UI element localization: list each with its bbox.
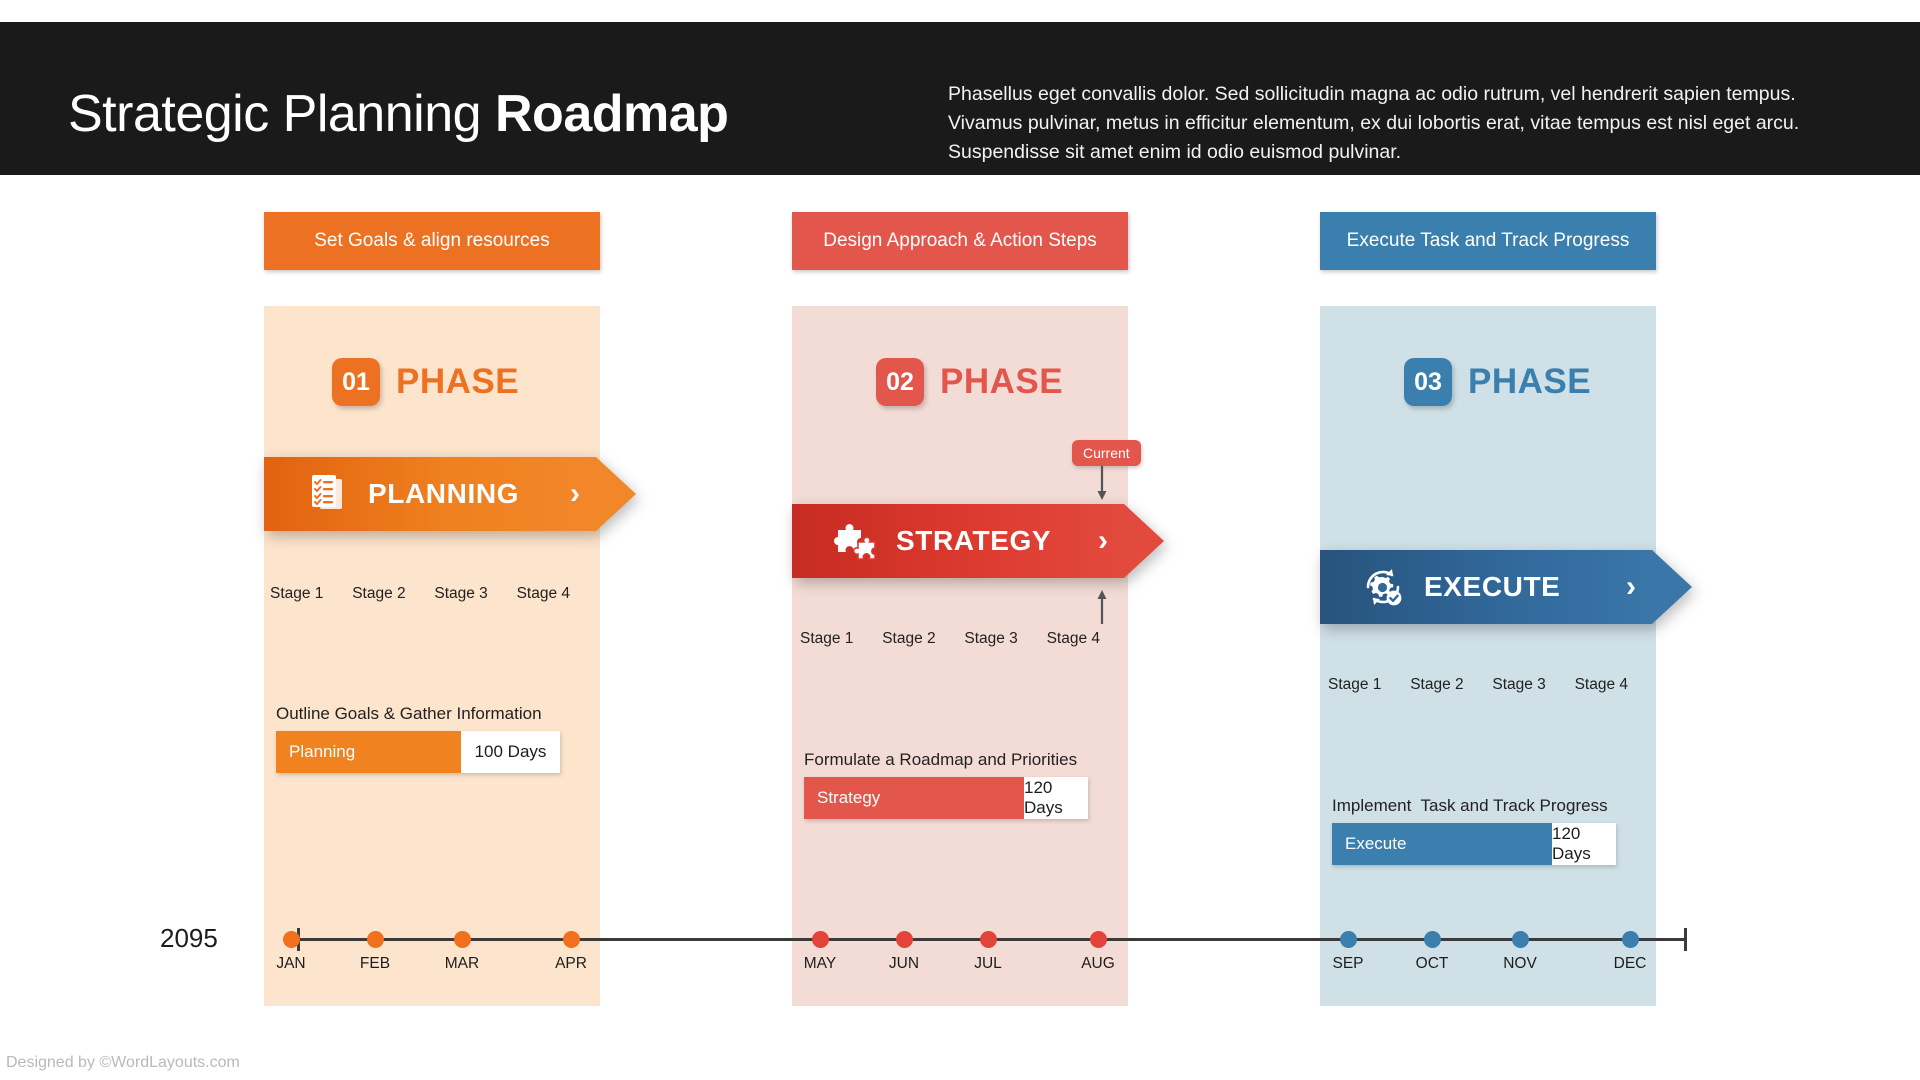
progress-bar-2: Strategy 120 Days bbox=[804, 777, 1088, 819]
phase-label-2: 02 PHASE bbox=[876, 358, 1063, 406]
phase-word-2: PHASE bbox=[940, 362, 1064, 401]
timeline-dot-feb[interactable] bbox=[367, 931, 384, 948]
stage-item: Stage 3 bbox=[434, 585, 488, 602]
timeline-dot-sep[interactable] bbox=[1340, 931, 1357, 948]
puzzle-pieces-icon bbox=[832, 518, 878, 564]
phase-label-1: 01 PHASE bbox=[332, 358, 519, 406]
phase-panel-3 bbox=[1320, 306, 1656, 1006]
chevron-right-icon-1[interactable]: › bbox=[570, 477, 580, 510]
stages-row-2: Stage 1 Stage 2 Stage 3 Stage 4 bbox=[800, 630, 1100, 648]
phase-word-3: PHASE bbox=[1468, 362, 1592, 401]
current-phase-badge: Current bbox=[1072, 440, 1141, 466]
gear-refresh-check-icon bbox=[1360, 564, 1406, 610]
banner-label-execute: EXECUTE bbox=[1424, 571, 1561, 602]
page-title-bold: Roadmap bbox=[495, 85, 729, 143]
timeline-month-jan: JAN bbox=[276, 955, 306, 972]
timeline-month-aug: AUG bbox=[1081, 955, 1115, 972]
column-header-2[interactable]: Design Approach & Action Steps bbox=[792, 212, 1128, 270]
stage-item: Stage 2 bbox=[352, 585, 406, 602]
task-label-3: Implement Task and Track Progress bbox=[1332, 796, 1608, 815]
header-description: Phasellus eget convallis dolor. Sed soll… bbox=[948, 83, 1800, 163]
arrow-up-icon bbox=[1095, 590, 1109, 629]
timeline-month-may: MAY bbox=[803, 955, 837, 972]
banner-planning[interactable]: PLANNING › bbox=[264, 457, 636, 531]
progress-bar-3: Execute 120 Days bbox=[1332, 823, 1616, 865]
timeline-dot-jun[interactable] bbox=[896, 931, 913, 948]
phase-number-1: 01 bbox=[332, 358, 380, 406]
timeline-month-mar: MAR bbox=[444, 955, 480, 972]
timeline-month-dec: DEC bbox=[1613, 955, 1647, 972]
timeline-dot-nov[interactable] bbox=[1512, 931, 1529, 948]
timeline-month-feb: FEB bbox=[359, 955, 391, 972]
stage-item: Stage 1 bbox=[270, 585, 324, 602]
progress-bar-days-2: 120 Days bbox=[1024, 778, 1063, 817]
phase-number-3: 03 bbox=[1404, 358, 1452, 406]
banner-label-planning: PLANNING bbox=[368, 478, 520, 509]
timeline-month-nov: NOV bbox=[1503, 955, 1537, 972]
footer-credit: Designed by ©WordLayouts.com bbox=[6, 1054, 240, 1071]
timeline-dot-jan[interactable] bbox=[283, 931, 300, 948]
progress-bar-1: Planning 100 Days bbox=[276, 731, 560, 773]
checklist-document-icon bbox=[304, 471, 350, 517]
task-label-1: Outline Goals & Gather Information bbox=[276, 704, 542, 723]
progress-bar-days-1: 100 Days bbox=[474, 742, 547, 761]
progress-bar-fill-2: Strategy bbox=[804, 777, 1024, 819]
timeline-year: 2095 bbox=[160, 923, 218, 953]
arrow-down-icon bbox=[1095, 466, 1109, 507]
timeline-dot-oct[interactable] bbox=[1424, 931, 1441, 948]
banner-strategy[interactable]: STRATEGY › bbox=[792, 504, 1164, 578]
stages-row-3: Stage 1 Stage 2 Stage 3 Stage 4 bbox=[1328, 676, 1628, 694]
page-header: Strategic Planning Roadmap Phasellus ege… bbox=[0, 22, 1920, 175]
stage-item: Stage 1 bbox=[1328, 676, 1382, 693]
banner-arrow-tip-1 bbox=[596, 457, 636, 531]
timeline-dot-jul[interactable] bbox=[980, 931, 997, 948]
progress-bar-fill-3: Execute bbox=[1332, 823, 1552, 865]
timeline-dot-may[interactable] bbox=[812, 931, 829, 948]
phase-panel-1 bbox=[264, 306, 600, 1006]
stage-item: Stage 3 bbox=[1492, 676, 1546, 693]
phase-number-2: 02 bbox=[876, 358, 924, 406]
column-header-1[interactable]: Set Goals & align resources bbox=[264, 212, 600, 270]
stage-item: Stage 4 bbox=[516, 585, 570, 602]
banner-label-strategy: STRATEGY bbox=[896, 525, 1052, 556]
timeline-month-jul: JUL bbox=[974, 955, 1002, 972]
page-title-light: Strategic Planning bbox=[68, 85, 495, 143]
phase-label-3: 03 PHASE bbox=[1404, 358, 1591, 406]
timeline-cap-end bbox=[1684, 928, 1687, 951]
timeline-dot-mar[interactable] bbox=[454, 931, 471, 948]
banner-arrow-tip-3 bbox=[1652, 550, 1692, 624]
progress-bar-days-3: 120 Days bbox=[1552, 824, 1591, 863]
stage-item: Stage 3 bbox=[964, 630, 1018, 647]
phase-word-1: PHASE bbox=[396, 362, 520, 401]
stage-item: Stage 4 bbox=[1046, 630, 1100, 647]
timeline-month-oct: OCT bbox=[1415, 955, 1449, 972]
stage-item: Stage 1 bbox=[800, 630, 854, 647]
stage-item: Stage 2 bbox=[1410, 676, 1464, 693]
banner-arrow-tip-2 bbox=[1124, 504, 1164, 578]
column-header-3[interactable]: Execute Task and Track Progress bbox=[1320, 212, 1656, 270]
page-title: Strategic Planning Roadmap bbox=[68, 84, 729, 144]
progress-bar-fill-1: Planning bbox=[276, 731, 461, 773]
task-label-2: Formulate a Roadmap and Priorities bbox=[804, 750, 1078, 769]
stages-row-1: Stage 1 Stage 2 Stage 3 Stage 4 bbox=[270, 585, 570, 603]
banner-execute[interactable]: EXECUTE › bbox=[1320, 550, 1692, 624]
phase-panel-2 bbox=[792, 306, 1128, 1006]
stage-item: Stage 2 bbox=[882, 630, 936, 647]
stage-item: Stage 4 bbox=[1574, 676, 1628, 693]
timeline-dot-dec[interactable] bbox=[1622, 931, 1639, 948]
chevron-right-icon-3[interactable]: › bbox=[1626, 570, 1636, 603]
timeline-month-apr: APR bbox=[555, 955, 587, 972]
timeline-dot-aug[interactable] bbox=[1090, 931, 1107, 948]
chevron-right-icon-2[interactable]: › bbox=[1098, 524, 1108, 557]
timeline-dot-apr[interactable] bbox=[563, 931, 580, 948]
timeline-month-sep: SEP bbox=[1332, 955, 1364, 972]
timeline-month-jun: JUN bbox=[888, 955, 920, 972]
